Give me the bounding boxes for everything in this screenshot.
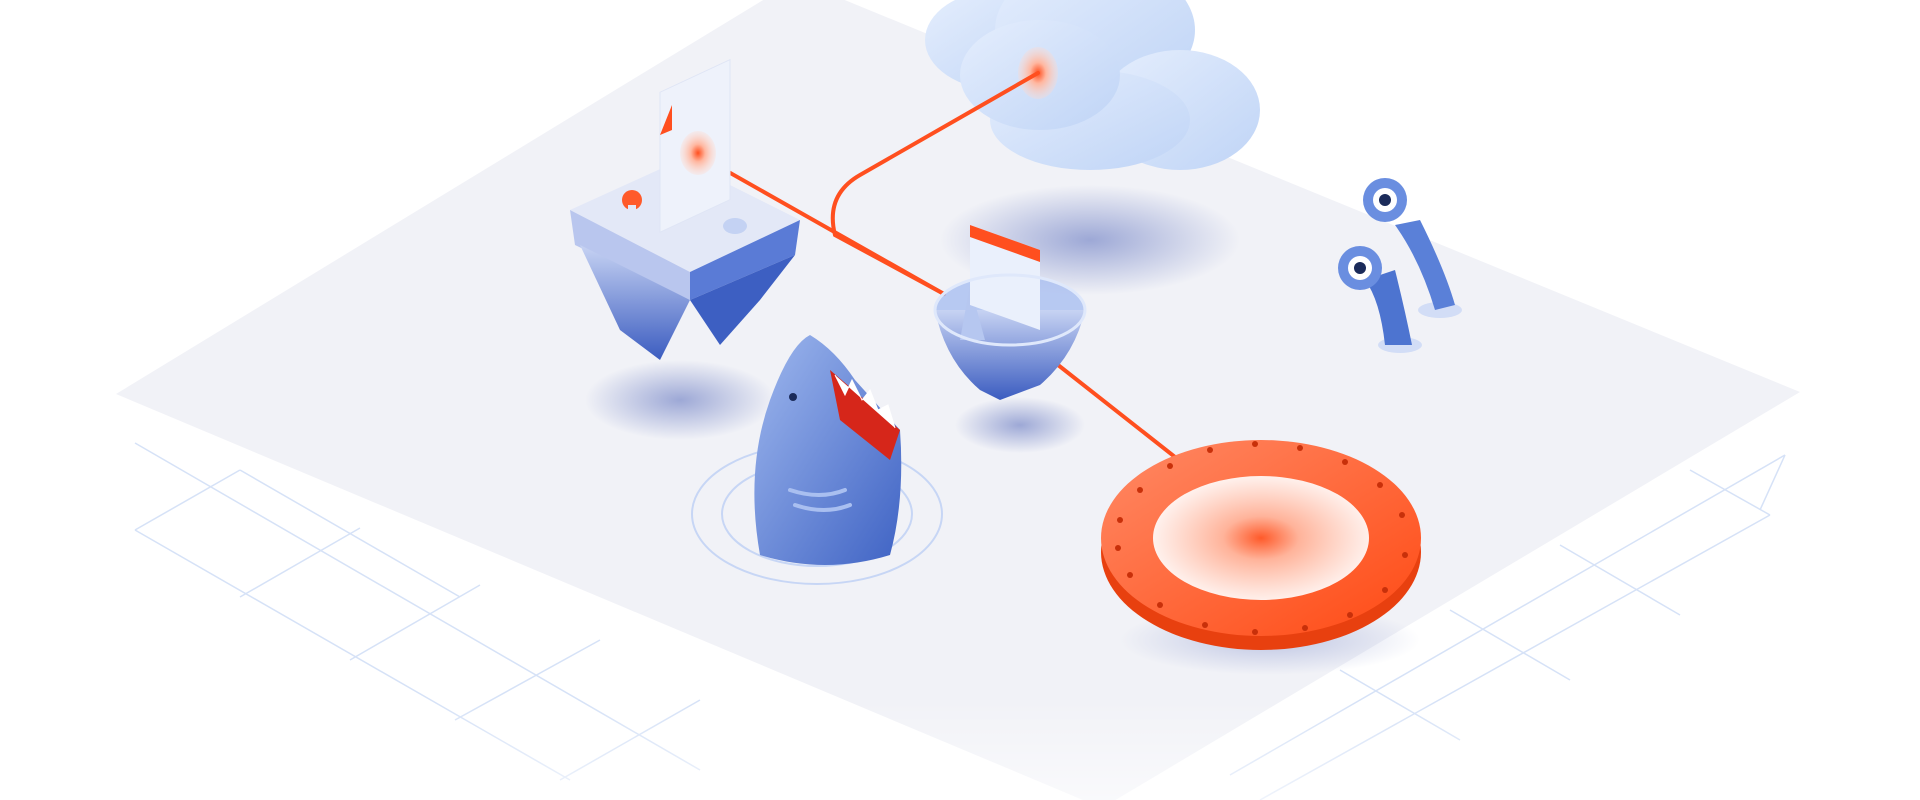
shark (691, 335, 943, 585)
document-target-icon (680, 131, 716, 175)
floating-island-with-browser-window (933, 225, 1087, 400)
one-eyed-monsters (1338, 178, 1462, 353)
mushroom-icon (622, 190, 642, 210)
shark-eye (789, 393, 797, 401)
browser-island-shadow (955, 397, 1085, 453)
island-shadow (585, 360, 775, 440)
floating-island-with-document (570, 58, 800, 360)
portal-glow (1153, 476, 1369, 600)
portal-ring (1101, 440, 1421, 650)
